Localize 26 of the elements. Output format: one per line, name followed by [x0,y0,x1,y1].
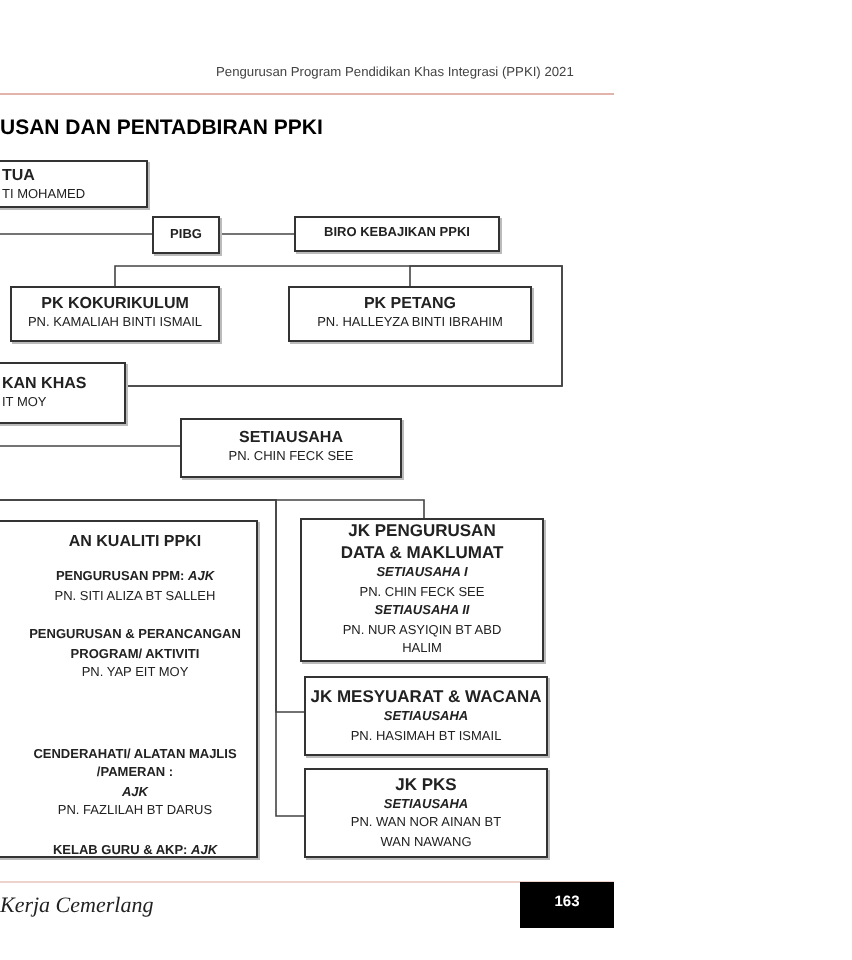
section-title: AN KUALITI PPKI [68,532,202,552]
connector-line [0,445,181,447]
connector-line [219,233,295,235]
org-box [0,520,258,858]
role-title: TUA [2,166,35,186]
org-box [288,286,532,342]
org-box [180,418,402,478]
page-title: USAN DAN PENTADBIRAN PPKI [0,116,323,140]
role-title: SETIAUSAHA [238,428,343,449]
committee-title: JK MESYUARAT & WACANA [310,686,542,708]
org-box [0,362,126,424]
org-box [294,216,500,252]
org-box [304,676,548,756]
footer-motto: Kerja Cemerlang [0,894,154,918]
committee-title: JK PENGURUSAN DATA & MAKLUMAT [338,520,506,565]
org-box [0,160,148,208]
org-box [300,518,544,662]
role-title: KAN KHAS [2,374,87,394]
connector-line [0,499,305,817]
connector-line [0,233,153,235]
org-box [304,768,548,858]
committee-title: JK PKS [395,773,457,796]
role-title: PK KOKURIKULUM [41,294,189,315]
org-box [152,216,220,254]
role-title: PK PETANG [363,294,457,315]
org-box [10,286,220,342]
